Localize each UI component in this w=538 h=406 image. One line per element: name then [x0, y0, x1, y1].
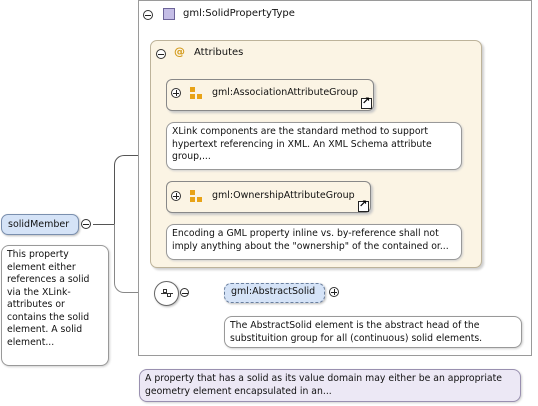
collapse-icon[interactable]: [143, 10, 153, 20]
expand-icon[interactable]: [171, 88, 181, 98]
attribute-group-doc: Encoding a GML property inline vs. by-re…: [166, 224, 462, 260]
child-element-doc: The AbstractSolid element is the abstrac…: [224, 316, 522, 348]
connector-line: [93, 224, 115, 225]
type-name: gml:SolidPropertyType: [183, 8, 295, 19]
attribute-group-icon: [190, 190, 202, 202]
child-element-abstract-solid[interactable]: gml:AbstractSolid: [224, 283, 325, 303]
root-element-doc: This property element either references …: [1, 245, 109, 366]
at-sign-icon: @: [174, 45, 185, 58]
attributes-label: Attributes: [194, 47, 244, 58]
complex-type-icon: [163, 8, 175, 20]
attribute-group-doc: XLink components are the standard method…: [166, 122, 462, 170]
external-link-icon[interactable]: [361, 96, 372, 109]
connector-curve-lower: [114, 224, 154, 293]
type-title-row: gml:SolidPropertyType: [143, 7, 443, 23]
collapse-icon[interactable]: [156, 49, 166, 59]
attribute-group-name: gml:OwnershipAttributeGroup: [212, 190, 355, 201]
type-doc: A property that has a solid as its value…: [139, 369, 521, 402]
root-element-solid-member[interactable]: solidMember: [1, 214, 79, 235]
collapse-icon[interactable]: [81, 219, 91, 229]
attribute-group-icon: [190, 87, 202, 99]
expand-icon[interactable]: [171, 191, 181, 201]
expand-icon[interactable]: [329, 287, 339, 297]
child-element-name: gml:AbstractSolid: [231, 286, 316, 297]
collapse-icon[interactable]: [180, 288, 189, 297]
connector-curve-upper: [114, 155, 154, 225]
sequence-icon[interactable]: [154, 281, 179, 306]
attribute-group-box[interactable]: [166, 79, 374, 111]
root-element-name: solidMember: [8, 219, 70, 230]
external-link-icon[interactable]: [358, 199, 369, 212]
attribute-group-name: gml:AssociationAttributeGroup: [212, 87, 359, 98]
